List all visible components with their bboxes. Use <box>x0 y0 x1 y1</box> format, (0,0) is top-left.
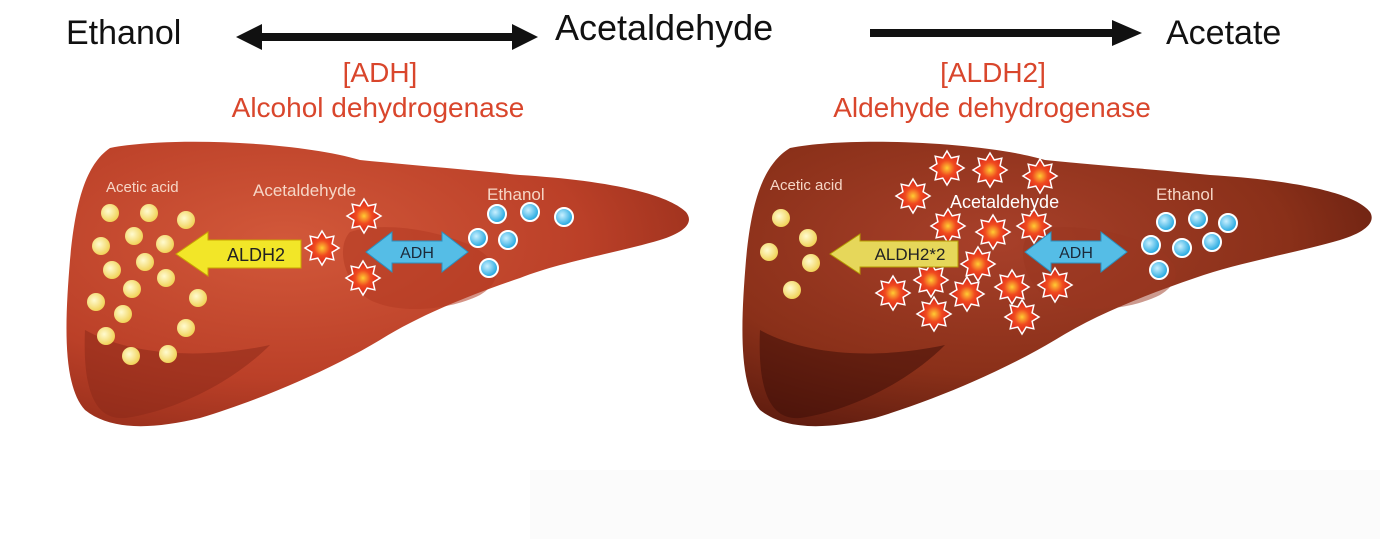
pathway-acetaldehyde: Acetaldehyde <box>555 7 773 48</box>
acetaldehyde-star <box>344 259 382 297</box>
ethanol-dot <box>520 202 540 222</box>
acetaldehyde-star <box>894 177 932 215</box>
aldh-name: Aldehyde dehydrogenase <box>833 92 1151 123</box>
liver-normal: ALDH2 ADH Acetic acid Acetaldehyde Ethan… <box>66 141 689 427</box>
acetaldehyde-star <box>993 268 1031 306</box>
aldh-abbrev: [ALDH2] <box>940 57 1046 88</box>
pathway-ethanol: Ethanol <box>66 14 181 52</box>
adh-arrow-normal <box>365 230 469 274</box>
acetic-acid-dot <box>122 347 140 365</box>
acetic-acid-dot <box>87 293 105 311</box>
ethanol-dot <box>1218 213 1238 233</box>
acetic-acid-dot <box>760 243 778 261</box>
acetaldehyde-star <box>971 151 1009 189</box>
ethanol-dot <box>1156 212 1176 232</box>
acetaldehyde-star <box>912 261 950 299</box>
pathway-acetate: Acetate <box>1166 14 1281 52</box>
acetic-acid-dot <box>177 319 195 337</box>
adh-abbrev: [ADH] <box>343 57 418 88</box>
acetaldehyde-star <box>1015 207 1053 245</box>
ethanol-dot <box>1172 238 1192 258</box>
acetic-acid-dot <box>177 211 195 229</box>
acetic-acid-dot <box>156 235 174 253</box>
acetic-acid-dot <box>101 204 119 222</box>
acetaldehyde-star <box>1036 266 1074 304</box>
acetaldehyde-star <box>974 213 1012 251</box>
acetaldehyde-star <box>1021 157 1059 195</box>
acetic-acid-label-normal: Acetic acid <box>106 179 179 196</box>
ethanol-dot <box>468 228 488 248</box>
acetic-acid-dot <box>140 204 158 222</box>
ethanol-dot <box>554 207 574 227</box>
ethanol-dot <box>479 258 499 278</box>
forward-arrow <box>870 20 1142 46</box>
acetaldehyde-stars-variant <box>874 149 1074 336</box>
adh-arrow-variant <box>1024 230 1128 274</box>
acetaldehyde-star <box>303 229 341 267</box>
aldh2-2-arrow <box>829 233 959 275</box>
ethanol-label-variant: Ethanol <box>1156 185 1214 204</box>
acetic-acid-dot <box>159 345 177 363</box>
acetaldehyde-star <box>915 295 953 333</box>
adh-arrow-label-variant: ADH <box>1059 245 1093 262</box>
liver-variant: ALDH2*2 ADH Acetic acid Acetaldehyde Eth… <box>742 141 1372 427</box>
adh-name: Alcohol dehydrogenase <box>232 92 525 123</box>
acetic-acid-dot <box>783 281 801 299</box>
acetaldehyde-star <box>345 197 383 235</box>
acetic-acid-dot <box>125 227 143 245</box>
ethanol-dot <box>1202 232 1222 252</box>
ethanol-dot <box>487 204 507 224</box>
ethanol-label-normal: Ethanol <box>487 185 545 204</box>
acetic-acid-dot <box>114 305 132 323</box>
acetic-acid-dot <box>772 209 790 227</box>
acetaldehyde-star <box>959 245 997 283</box>
acetaldehyde-star <box>874 274 912 312</box>
ethanol-dot <box>1149 260 1169 280</box>
acetaldehyde-star <box>1003 298 1041 336</box>
acetic-acid-dot <box>189 289 207 307</box>
acetaldehyde-star <box>948 275 986 313</box>
aldh2-arrow-label: ALDH2 <box>227 245 285 265</box>
acetic-acid-dot <box>136 253 154 271</box>
acetic-acid-dot <box>157 269 175 287</box>
adh-arrow-label-normal: ADH <box>400 245 434 262</box>
acetic-acid-label-variant: Acetic acid <box>770 177 843 194</box>
acetic-acid-dots-normal <box>87 204 207 365</box>
acetaldehyde-label-normal: Acetaldehyde <box>253 181 356 200</box>
acetaldehyde-star <box>929 207 967 245</box>
ethanol-dot <box>498 230 518 250</box>
acetic-acid-dot <box>123 280 141 298</box>
reversible-arrow <box>236 24 538 50</box>
ethanol-dots-variant <box>1141 209 1238 280</box>
acetic-acid-dot <box>802 254 820 272</box>
bottom-background <box>530 470 1380 539</box>
acetaldehyde-star <box>928 149 966 187</box>
ethanol-dots-normal <box>468 202 574 278</box>
acetic-acid-dot <box>799 229 817 247</box>
acetic-acid-dot <box>103 261 121 279</box>
ethanol-dot <box>1141 235 1161 255</box>
acetic-acid-dots-variant <box>760 209 820 299</box>
acetic-acid-dot <box>97 327 115 345</box>
aldh2-arrow <box>175 231 302 277</box>
acetaldehyde-stars-normal <box>303 197 383 297</box>
aldh2-2-arrow-label: ALDH2*2 <box>875 245 946 264</box>
liver-variant-shade <box>759 330 945 419</box>
ethanol-dot <box>1188 209 1208 229</box>
acetic-acid-dot <box>92 237 110 255</box>
acetaldehyde-label-variant: Acetaldehyde <box>950 192 1059 212</box>
